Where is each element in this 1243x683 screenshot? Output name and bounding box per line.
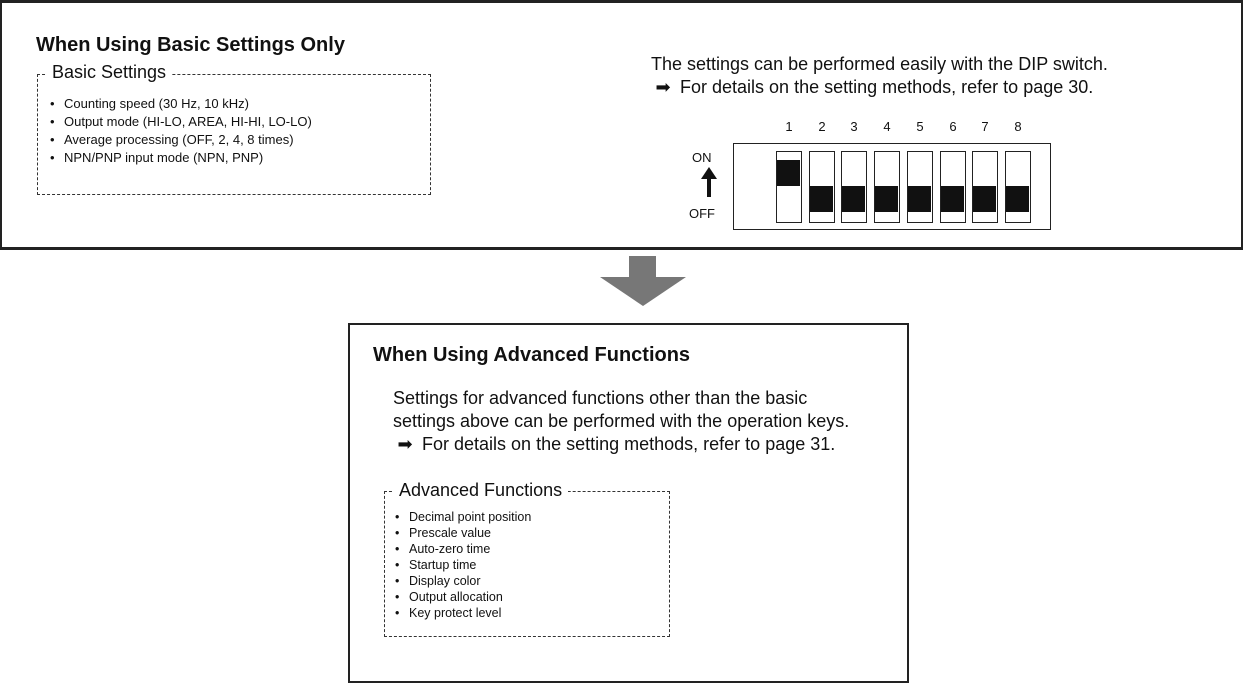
dip-on-label: ON bbox=[692, 150, 712, 165]
list-item: Startup time bbox=[393, 557, 531, 573]
list-item: Decimal point position bbox=[393, 509, 531, 525]
dip-switch-number: 4 bbox=[883, 119, 891, 134]
dip-switch-toggle-1[interactable] bbox=[776, 151, 802, 223]
advanced-functions-title: Advanced Functions bbox=[393, 480, 569, 500]
right-arrow-icon: ➡ bbox=[655, 77, 671, 97]
list-item: Counting speed (30 Hz, 10 kHz) bbox=[48, 95, 312, 113]
list-item: Average processing (OFF, 2, 4, 8 times) bbox=[48, 131, 312, 149]
basic-settings-title: Basic Settings bbox=[46, 62, 173, 82]
down-arrow-icon bbox=[600, 256, 686, 306]
dip-switch-toggle-3[interactable] bbox=[841, 151, 867, 223]
advanced-description-line1: Settings for advanced functions other th… bbox=[393, 388, 808, 408]
dip-switch-number: 3 bbox=[850, 119, 858, 134]
right-arrow-icon: ➡ bbox=[397, 434, 413, 454]
dip-off-label: OFF bbox=[689, 206, 715, 221]
dip-switch-number: 8 bbox=[1014, 119, 1022, 134]
dip-switch-toggle-2[interactable] bbox=[809, 151, 835, 223]
list-item: Prescale value bbox=[393, 525, 531, 541]
dip-switch-toggle-5[interactable] bbox=[907, 151, 933, 223]
basic-settings-box bbox=[37, 74, 431, 195]
list-item: Output mode (HI-LO, AREA, HI-HI, LO-LO) bbox=[48, 113, 312, 131]
dip-switch-knob bbox=[810, 186, 833, 212]
list-item: Output allocation bbox=[393, 589, 531, 605]
dip-switch-knob bbox=[777, 160, 800, 186]
dip-switch-knob bbox=[842, 186, 865, 212]
advanced-functions-list: Decimal point position Prescale value Au… bbox=[393, 509, 531, 621]
list-item: Auto-zero time bbox=[393, 541, 531, 557]
dip-switch-knob bbox=[973, 186, 996, 212]
dip-switch-knob bbox=[941, 186, 964, 212]
dip-switch-number: 2 bbox=[818, 119, 826, 134]
list-item: Key protect level bbox=[393, 605, 531, 621]
dip-switch-number: 6 bbox=[949, 119, 957, 134]
dip-switch bbox=[733, 143, 1051, 230]
dip-switch-knob bbox=[908, 186, 931, 212]
advanced-description-line2: settings above can be performed with the… bbox=[393, 411, 850, 431]
advanced-heading: When Using Advanced Functions bbox=[373, 344, 691, 366]
list-item: Display color bbox=[393, 573, 531, 589]
basic-reference: ➡ For details on the setting methods, re… bbox=[651, 76, 1093, 98]
dip-switch-number: 5 bbox=[916, 119, 924, 134]
basic-heading: When Using Basic Settings Only bbox=[36, 34, 345, 56]
dip-switch-toggle-7[interactable] bbox=[972, 151, 998, 223]
basic-description: The settings can be performed easily wit… bbox=[651, 54, 1108, 74]
basic-settings-list: Counting speed (30 Hz, 10 kHz) Output mo… bbox=[48, 95, 312, 167]
basic-settings-panel bbox=[0, 0, 1243, 250]
dip-switch-toggle-4[interactable] bbox=[874, 151, 900, 223]
dip-switch-knob bbox=[875, 186, 898, 212]
dip-switch-toggle-6[interactable] bbox=[940, 151, 966, 223]
advanced-reference-text: For details on the setting methods, refe… bbox=[422, 434, 836, 454]
dip-switch-knob bbox=[1006, 186, 1029, 212]
basic-reference-text: For details on the setting methods, refe… bbox=[680, 77, 1094, 97]
up-arrow-icon bbox=[700, 167, 718, 197]
dip-switch-number: 1 bbox=[785, 119, 793, 134]
list-item: NPN/PNP input mode (NPN, PNP) bbox=[48, 149, 312, 167]
advanced-reference: ➡ For details on the setting methods, re… bbox=[393, 433, 835, 455]
dip-switch-number: 7 bbox=[981, 119, 989, 134]
dip-switch-toggle-8[interactable] bbox=[1005, 151, 1031, 223]
